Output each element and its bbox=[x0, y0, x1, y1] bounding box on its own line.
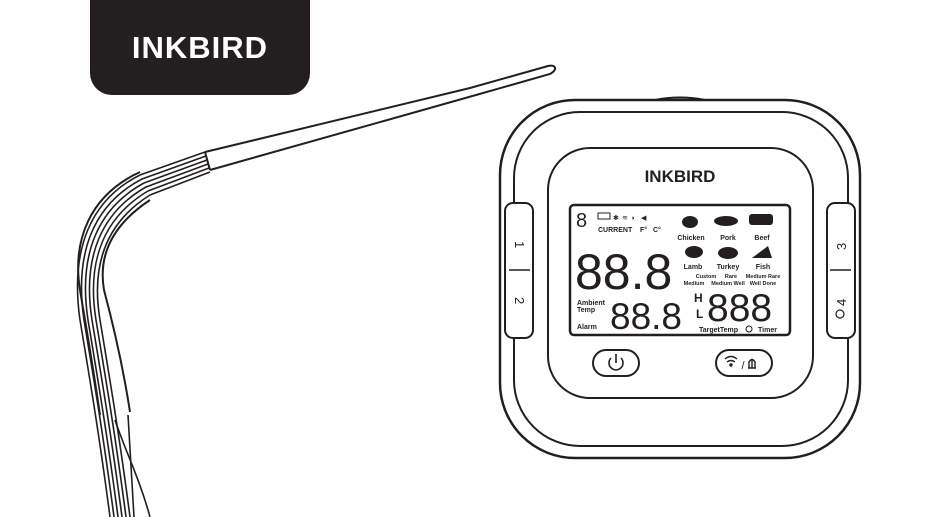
doneness-medium: Medium bbox=[684, 281, 705, 287]
channel-3-label: 3 bbox=[834, 243, 849, 250]
status-digit: 8 bbox=[576, 210, 587, 232]
meat-label-lamb: Lamb bbox=[684, 264, 703, 271]
timer-label: Timer bbox=[758, 327, 777, 334]
speaker-icon: ◀ bbox=[641, 215, 647, 222]
doneness-medium-rare: Medium Rare bbox=[746, 274, 781, 280]
channel-1-label: 1 bbox=[512, 241, 527, 248]
ambient-temp-digits: 88.8 bbox=[610, 296, 682, 337]
lamb-icon bbox=[685, 246, 703, 258]
doneness-custom: Custom bbox=[696, 274, 717, 280]
channel-4-label: 4 bbox=[834, 299, 849, 306]
meat-label-pork: Pork bbox=[720, 235, 736, 242]
chicken-icon bbox=[682, 216, 698, 228]
unit-f: F° bbox=[640, 226, 647, 234]
target-temp-digits: 888 bbox=[707, 287, 772, 330]
high-marker: H bbox=[694, 291, 703, 305]
beef-icon bbox=[749, 214, 773, 225]
channel-2-label: 2 bbox=[512, 297, 527, 304]
doneness-rare: Rare bbox=[725, 274, 737, 280]
thermometer-device: / bbox=[500, 98, 860, 459]
current-label: CURRENT bbox=[598, 227, 633, 234]
unit-c: C° bbox=[653, 226, 661, 234]
target-temp-label: TargetTemp bbox=[699, 327, 738, 334]
low-marker: L bbox=[696, 307, 703, 321]
main-temp-digits: 88.8 bbox=[575, 244, 672, 300]
signal-icon: ◗ bbox=[631, 215, 635, 222]
ambient-label-line2: Temp bbox=[577, 307, 595, 314]
meat-label-fish: Fish bbox=[756, 264, 770, 271]
ambient-label-line1: Ambient bbox=[577, 300, 606, 307]
meat-label-turkey: Turkey bbox=[717, 264, 740, 271]
alarm-label: Alarm bbox=[577, 324, 597, 331]
device-brand: INKBIRD bbox=[645, 167, 716, 186]
wifi-icon: ≋ bbox=[622, 215, 628, 222]
meat-label-beef: Beef bbox=[754, 235, 770, 242]
meat-label-chicken: Chicken bbox=[677, 235, 704, 242]
bluetooth-icon: ✱ bbox=[613, 214, 619, 222]
turkey-icon bbox=[718, 247, 738, 259]
pork-icon bbox=[714, 216, 738, 226]
